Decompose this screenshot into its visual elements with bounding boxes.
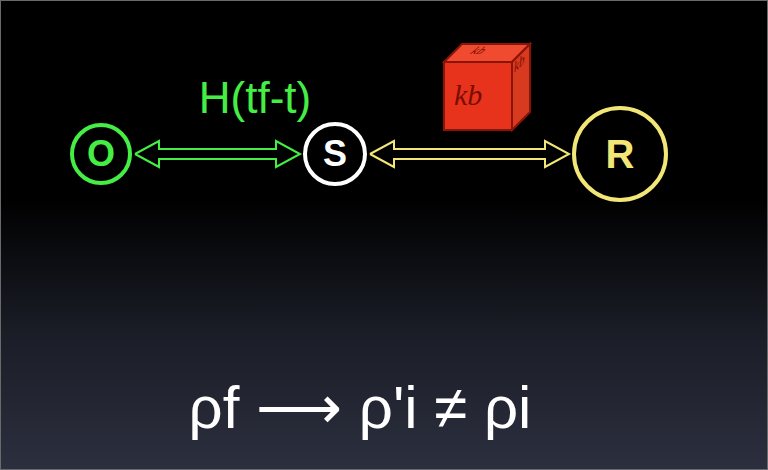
state-circle: O	[70, 123, 132, 185]
cube-side	[512, 44, 530, 130]
cube-face-label: kb	[468, 45, 491, 55]
density-matrix-formula: ρf ⟶ ρ'i ≠ ρi	[189, 378, 532, 438]
state-circle: S	[303, 122, 367, 186]
double-arrow	[370, 141, 569, 167]
state-letter: R	[606, 134, 635, 174]
red-cube	[444, 44, 530, 130]
cube-front	[444, 62, 512, 130]
state-circle: R	[572, 106, 668, 202]
hamiltonian-label: H(tf-t)	[199, 76, 311, 120]
state-letter: O	[87, 136, 115, 172]
cube-face-label: kb	[454, 80, 482, 110]
double-arrow	[135, 141, 300, 167]
state-letter: S	[323, 136, 347, 172]
cube-face-label: kb	[514, 51, 525, 76]
